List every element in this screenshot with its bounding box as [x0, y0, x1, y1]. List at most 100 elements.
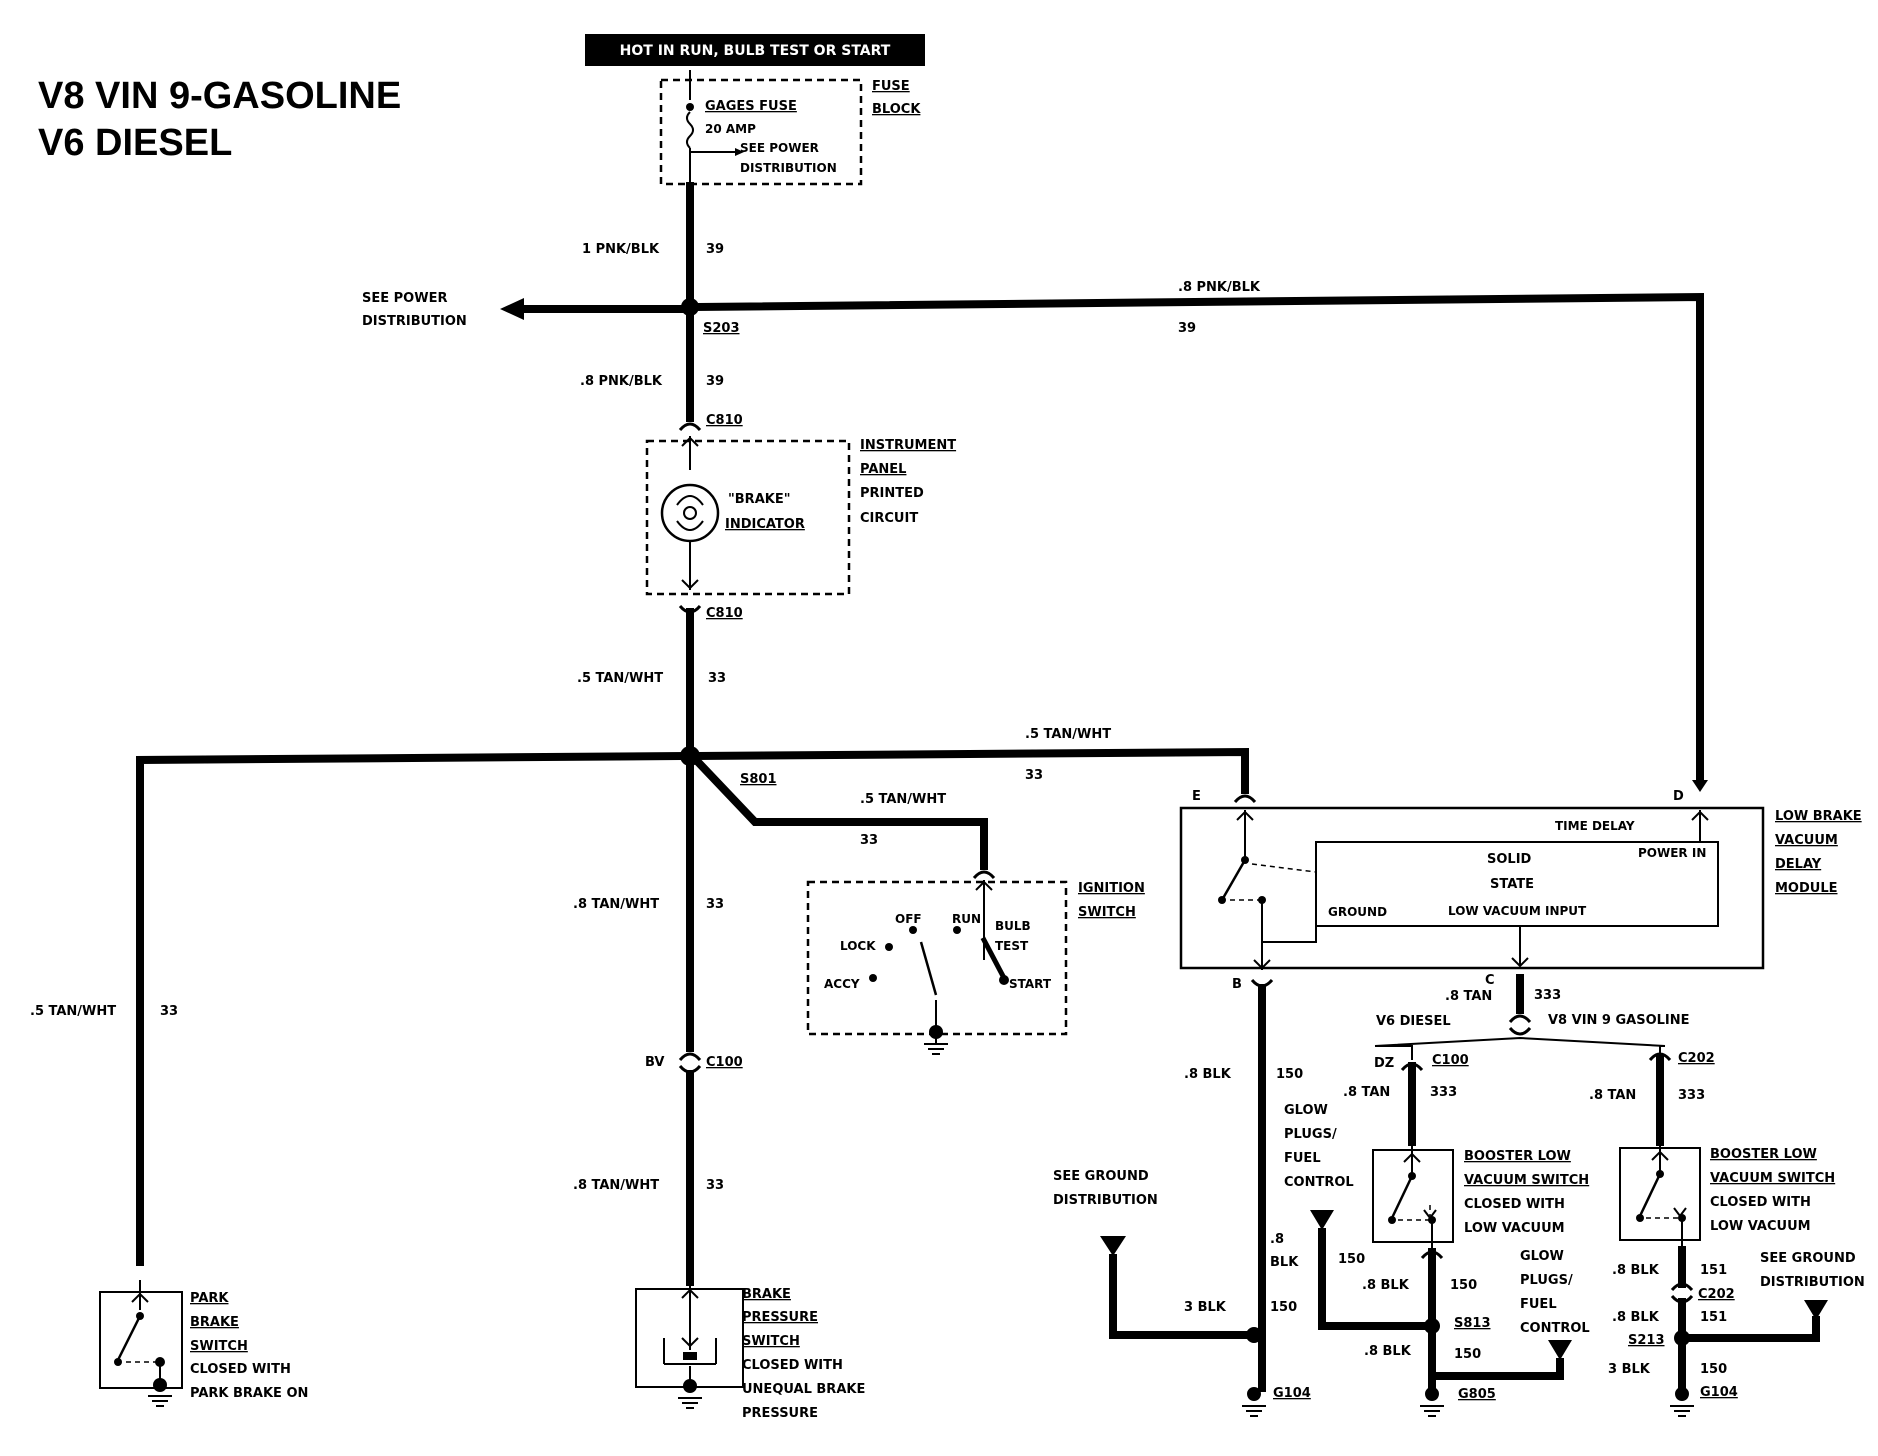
connector-c100 [678, 1052, 702, 1074]
ign-start: START [1009, 977, 1052, 991]
fuse-block-outline [659, 78, 863, 186]
glow-1-l4: CONTROL [1284, 1175, 1354, 1190]
module-name-1: LOW BRAKE [1775, 809, 1862, 824]
wire-label-blk-3: 3 BLK [1184, 1300, 1227, 1315]
splice-s213-label: S213 [1628, 1333, 1665, 1348]
brake-pressure-l2: PRESSURE [742, 1310, 818, 1325]
ign-name-2: SWITCH [1078, 905, 1136, 920]
module-ground: GROUND [1328, 905, 1387, 919]
park-brake-l1: PARK [190, 1291, 229, 1306]
wire-label-39a: 39 [706, 242, 724, 257]
wire-ground-dist [1109, 1254, 1258, 1339]
see-ground-arrow-icon [1100, 1236, 1126, 1256]
wire-label-tan-left-num: 33 [160, 1004, 178, 1019]
see-ground-1-l1: SEE GROUND [1053, 1169, 1149, 1184]
glow-2-arrow-icon [1548, 1340, 1572, 1360]
brake-pressure-l6: PRESSURE [742, 1406, 818, 1421]
ign-bulb-1: BULB [995, 919, 1031, 933]
wire-label-blk-813-num: 150 [1450, 1278, 1477, 1293]
ignition-contact [980, 936, 1008, 982]
park-brake-contact [116, 1315, 142, 1361]
solid-state-box [1315, 841, 1719, 927]
wire-label-blk-3b: 3 BLK [1608, 1362, 1651, 1377]
ign-run: RUN [952, 912, 981, 926]
booster-2-l3: CLOSED WITH [1710, 1195, 1811, 1210]
wire-label-tan-c202-num: 333 [1678, 1088, 1705, 1103]
header-banner-text: HOT IN RUN, BULB TEST OR START [620, 43, 891, 59]
wire-label-tan-dz: .8 TAN [1343, 1085, 1390, 1100]
wire-label-tan-ign: .5 TAN/WHT [860, 792, 946, 807]
wire-label-blk-b2-b: BLK [1270, 1255, 1299, 1270]
ign-bulb-2: TEST [995, 939, 1029, 953]
see-ground-2-l1: SEE GROUND [1760, 1251, 1856, 1266]
glow-2-l3: FUEL [1520, 1297, 1557, 1312]
module-pin-b: B [1232, 977, 1242, 992]
module-name-2: VACUUM [1775, 833, 1838, 848]
glow-1-arrow-icon [1310, 1210, 1334, 1230]
wire-label-blk-b2-a: .8 [1270, 1232, 1284, 1247]
wire-label-tan-right: .5 TAN/WHT [1025, 727, 1111, 742]
wire-33-module [693, 747, 1249, 794]
wire-glow-1 [1318, 1228, 1428, 1330]
fuse-see-power-1: SEE POWER [740, 141, 819, 155]
booster-1-l1: BOOSTER LOW [1464, 1149, 1571, 1164]
booster-2-l2: VACUUM SWITCH [1710, 1171, 1835, 1186]
glow-1-l3: FUEL [1284, 1151, 1321, 1166]
wire-33-park [136, 751, 687, 1266]
wire-label-tan-left: .5 TAN/WHT [30, 1004, 116, 1019]
wire-label-tan1: .5 TAN/WHT [577, 671, 663, 686]
indicator-label-2: INDICATOR [725, 517, 805, 532]
glow-2-l4: CONTROL [1520, 1321, 1590, 1336]
brake-indicator-bulb-icon [660, 483, 720, 543]
splice-s203-label: S203 [703, 321, 740, 336]
brake-pressure-l3: SWITCH [742, 1334, 800, 1349]
wire-label-39b: 39 [706, 374, 724, 389]
fuse-name: GAGES FUSE [705, 99, 797, 114]
wire-label-top-39: 39 [1178, 321, 1196, 336]
wire-label-blk-b: .8 BLK [1184, 1067, 1232, 1082]
fuse-rating: 20 AMP [705, 122, 756, 136]
module-time-delay: TIME DELAY [1555, 819, 1635, 833]
module-solid: SOLID [1487, 852, 1532, 867]
see-power-left-2: DISTRIBUTION [362, 314, 467, 329]
wire-label-tan-low: .8 TAN/WHT [573, 1178, 659, 1193]
variant-v8: V8 VIN 9 GASOLINE [1548, 1013, 1690, 1028]
panel-label-3: PRINTED [860, 486, 924, 501]
glow-1-l1: GLOW [1284, 1103, 1328, 1118]
connector-c202-top-label: C202 [1678, 1051, 1715, 1066]
fuse-icon [686, 111, 694, 149]
see-power-left-1: SEE POWER [362, 291, 447, 306]
panel-label-2: PANEL [860, 462, 906, 477]
wire-label-blk-813: .8 BLK [1362, 1278, 1410, 1293]
wire-33-ignition [692, 756, 988, 870]
wire-label-blk-b-num: 150 [1276, 1067, 1303, 1082]
splice-s801-label: S801 [740, 772, 777, 787]
booster-1-l4: LOW VACUUM [1464, 1221, 1565, 1236]
ign-lock: LOCK [840, 939, 876, 953]
see-ground-1-l2: DISTRIBUTION [1053, 1193, 1158, 1208]
wire-label-1pnk: 1 PNK/BLK [582, 242, 660, 257]
wire-label-tan-ign-num: 33 [860, 833, 878, 848]
wire-label-tan-dz-num: 333 [1430, 1085, 1457, 1100]
wire-label-tan-c: .8 TAN [1445, 989, 1492, 1004]
wire-label-8pnk: .8 PNK/BLK [580, 374, 663, 389]
wire-label-tan1-num: 33 [708, 671, 726, 686]
wire-label-blk-151: .8 BLK [1612, 1263, 1660, 1278]
see-ground-2-arrow-icon [1804, 1300, 1828, 1320]
wire-label-tan-mid: .8 TAN/WHT [573, 897, 659, 912]
module-pin-c: C [1485, 973, 1495, 988]
ign-accy: ACCY [824, 977, 860, 991]
wire-label-blk-805-num: 150 [1454, 1347, 1481, 1362]
ign-name-1: IGNITION [1078, 881, 1145, 896]
arrow-left-icon [500, 298, 524, 320]
panel-label-1: INSTRUMENT [860, 438, 956, 453]
park-brake-ground-icon [153, 1378, 167, 1392]
panel-label-4: CIRCUIT [860, 511, 918, 526]
glow-2-l2: PLUGS/ [1520, 1273, 1573, 1288]
wire-label-glow-num: 150 [1338, 1252, 1365, 1267]
glow-1-l2: PLUGS/ [1284, 1127, 1337, 1142]
wire-label-tan-mid-num: 33 [706, 897, 724, 912]
module-name-3: DELAY [1775, 857, 1822, 872]
park-brake-l3: SWITCH [190, 1339, 248, 1354]
